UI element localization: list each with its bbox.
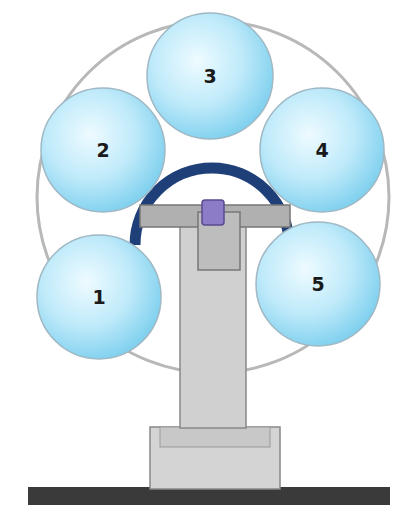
lens-circle: 1 [35,233,163,361]
base-block [150,427,280,489]
circle-outline [256,222,380,346]
callout-number: 3 [203,65,216,87]
callout-number: 2 [96,139,109,161]
callout-number: 1 [92,286,105,308]
circle-outline [41,88,165,212]
circle-outline [37,235,161,359]
lens-circle: 3 [145,11,275,141]
lens-circle: 2 [39,86,167,214]
base-collar [160,427,270,447]
circle-outline [147,13,273,139]
lens-circle: 5 [254,220,382,348]
lens-circle: 4 [258,86,386,214]
pivot-joint [202,200,224,225]
callout-number: 5 [311,273,324,295]
circle-outline [260,88,384,212]
callout-number: 4 [315,139,328,161]
